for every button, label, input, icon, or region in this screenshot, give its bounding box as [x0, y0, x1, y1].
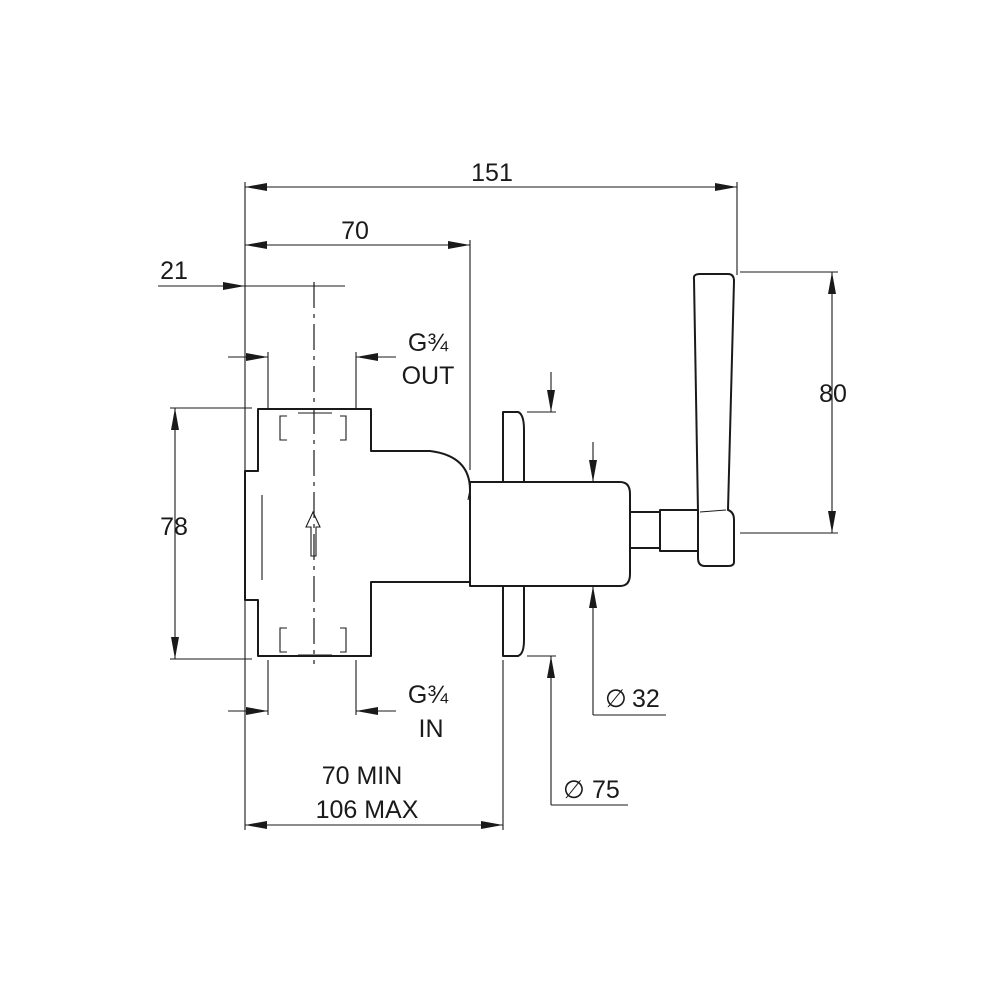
- dim-151: [245, 183, 737, 191]
- label-outlet: OUT: [402, 362, 455, 390]
- label-stem-diameter: 32: [632, 685, 660, 713]
- label-inlet-thread: G¾: [408, 681, 449, 709]
- label-21: 21: [160, 257, 188, 285]
- dim-depth: [245, 821, 503, 829]
- flow-arrow-icon: [305, 510, 321, 557]
- label-depth-min: 70 MIN: [322, 762, 403, 790]
- dim-stem-diameter: [589, 442, 666, 716]
- label-80: 80: [819, 380, 847, 408]
- dim-outlet-thread: [228, 353, 396, 361]
- label-depth-max: 106 MAX: [316, 796, 419, 824]
- dim-80: [828, 272, 836, 533]
- dim-plate-diameter: [547, 372, 628, 806]
- diameter-symbol-32: ∅: [605, 685, 627, 713]
- valve-body: [244, 408, 471, 657]
- label-plate-diameter: 75: [592, 776, 620, 804]
- dim-inlet-thread: [228, 707, 396, 715]
- label-outlet-thread: G¾: [408, 329, 449, 357]
- extension-lines: [170, 182, 838, 830]
- lever-handle: [659, 273, 735, 567]
- label-inlet: IN: [419, 715, 444, 743]
- stem-sleeve: [469, 481, 631, 587]
- label-70: 70: [341, 217, 369, 245]
- diameter-symbol-75: ∅: [563, 776, 585, 804]
- dim-78: [171, 408, 179, 659]
- spindle: [629, 511, 661, 549]
- dim-70-body: [245, 241, 470, 249]
- label-151: 151: [471, 159, 513, 187]
- dim-21: [158, 282, 345, 290]
- label-78: 78: [160, 513, 188, 541]
